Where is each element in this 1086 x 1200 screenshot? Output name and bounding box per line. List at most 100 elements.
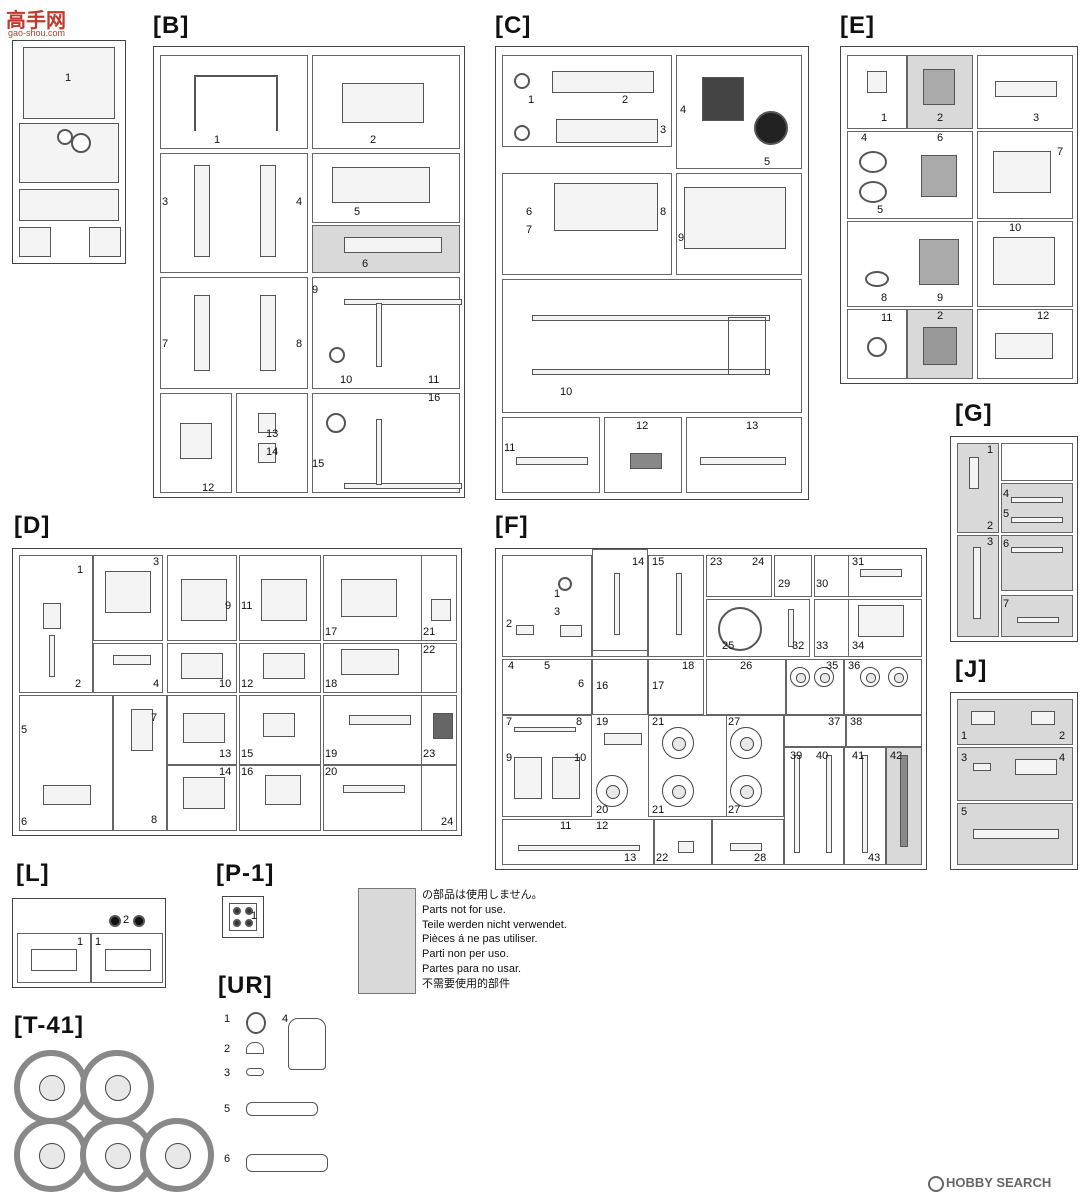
sprue-label-ur: [UR] bbox=[218, 972, 273, 999]
part-sketch bbox=[556, 119, 658, 143]
part-number: 2 bbox=[75, 678, 82, 690]
figure-parts: 1 2 3 4 5 6 bbox=[218, 1008, 338, 1188]
part-sketch bbox=[995, 333, 1053, 359]
part-sketch bbox=[971, 711, 995, 725]
wheel-icon bbox=[860, 667, 880, 687]
sprue-label-c: [C] bbox=[495, 12, 532, 39]
sprue-cell bbox=[312, 277, 460, 389]
part-number: 3 bbox=[224, 1067, 231, 1079]
part-sketch bbox=[604, 733, 642, 745]
part-sketch bbox=[433, 713, 453, 739]
sprue-cell bbox=[814, 599, 850, 657]
part-sketch bbox=[858, 605, 904, 637]
part-number: 4 bbox=[861, 132, 868, 144]
sprue-l: 1 1 2 bbox=[12, 898, 166, 988]
part-number: 6 bbox=[526, 206, 533, 218]
part-sketch bbox=[194, 165, 210, 257]
wheel-icon bbox=[888, 667, 908, 687]
part-sketch bbox=[105, 949, 151, 971]
part-number: 8 bbox=[881, 292, 888, 304]
part-sketch bbox=[532, 315, 770, 321]
part-sketch bbox=[246, 1154, 328, 1172]
sprue-cell bbox=[502, 555, 592, 657]
part-number: 26 bbox=[740, 660, 753, 672]
overview-vehicle: 1 bbox=[12, 40, 126, 264]
ring-part bbox=[859, 151, 887, 173]
part-sketch bbox=[993, 237, 1055, 285]
part-sketch bbox=[23, 47, 115, 119]
watermark-brand-top: 高手网 bbox=[6, 10, 66, 32]
sprue-cell bbox=[502, 279, 802, 413]
sprue-cell bbox=[93, 643, 163, 693]
part-number: 29 bbox=[778, 578, 791, 590]
part-number: 13 bbox=[746, 420, 759, 432]
part-sketch bbox=[344, 299, 462, 305]
sprue-cell bbox=[421, 555, 457, 641]
part-number: 11 bbox=[560, 820, 572, 832]
part-number: 18 bbox=[682, 660, 695, 672]
part-number: 27 bbox=[728, 804, 741, 816]
part-sketch bbox=[183, 713, 225, 743]
part-number: 5 bbox=[224, 1103, 231, 1115]
part-number: 7 bbox=[1057, 146, 1064, 158]
part-sketch bbox=[794, 755, 800, 853]
part-number: 3 bbox=[987, 536, 994, 548]
part-sketch bbox=[862, 755, 868, 853]
tire-icon bbox=[140, 1118, 214, 1192]
tire-icon bbox=[14, 1050, 88, 1124]
part-sketch bbox=[49, 635, 55, 677]
part-number: 1 bbox=[95, 936, 102, 948]
part-number: 17 bbox=[325, 626, 338, 638]
part-sketch bbox=[183, 777, 225, 809]
ring-part bbox=[233, 907, 241, 915]
part-number: 21 bbox=[423, 626, 436, 638]
part-number: 11 bbox=[504, 442, 516, 454]
part-sketch bbox=[131, 709, 153, 751]
part-number: 14 bbox=[219, 766, 232, 778]
unused-part-g4 bbox=[1001, 483, 1073, 533]
sprue-label-p1: [P-1] bbox=[216, 860, 275, 887]
sprue-cell bbox=[1001, 443, 1073, 481]
sprue-label-b: [B] bbox=[153, 12, 190, 39]
part-sketch bbox=[43, 603, 61, 629]
ring-part bbox=[71, 133, 91, 153]
part-number: 9 bbox=[506, 752, 513, 764]
sprue-cell bbox=[592, 549, 648, 651]
part-sketch bbox=[246, 1042, 264, 1054]
part-number: 13 bbox=[219, 748, 232, 760]
part-sketch bbox=[700, 457, 786, 465]
part-number: 4 bbox=[1059, 752, 1066, 764]
part-sketch bbox=[194, 295, 210, 371]
part-number: 9 bbox=[312, 284, 319, 296]
part-sketch bbox=[344, 237, 442, 253]
part-number: 14 bbox=[266, 446, 279, 458]
ring-part bbox=[718, 607, 762, 651]
ring-part bbox=[326, 413, 346, 433]
unused-parts-legend-swatch bbox=[358, 888, 416, 994]
part-number: 40 bbox=[816, 750, 829, 762]
part-sketch bbox=[43, 785, 91, 805]
part-number: 38 bbox=[850, 716, 863, 728]
sprue-cell bbox=[167, 643, 237, 693]
sprue-b: 1 2 3 4 5 6 7 8 9 10 11 12 13 14 15 16 bbox=[153, 46, 465, 498]
part-number: 21 bbox=[652, 804, 665, 816]
part-number: 42 bbox=[890, 750, 903, 762]
part-number: 19 bbox=[325, 748, 338, 760]
sprue-label-l: [L] bbox=[16, 860, 50, 887]
part-sketch bbox=[342, 83, 424, 123]
part-number: 6 bbox=[937, 132, 944, 144]
part-number: 12 bbox=[636, 420, 649, 432]
part-number: 13 bbox=[624, 852, 637, 864]
part-sketch bbox=[969, 457, 979, 489]
part-number: 5 bbox=[961, 806, 968, 818]
legend-de: Teile werden nicht verwendet. bbox=[422, 918, 567, 931]
sprue-cell bbox=[774, 555, 812, 597]
unused-parts-legend-text: の部品は使用しません。 Parts not for use. Teile wer… bbox=[422, 888, 567, 992]
part-number: 3 bbox=[660, 124, 667, 136]
part-number: 7 bbox=[151, 712, 158, 724]
part-number: 24 bbox=[441, 816, 454, 828]
figure-legs-icon bbox=[246, 1102, 318, 1116]
part-number: 23 bbox=[710, 556, 723, 568]
part-sketch bbox=[89, 227, 121, 257]
part-sketch bbox=[728, 317, 766, 375]
